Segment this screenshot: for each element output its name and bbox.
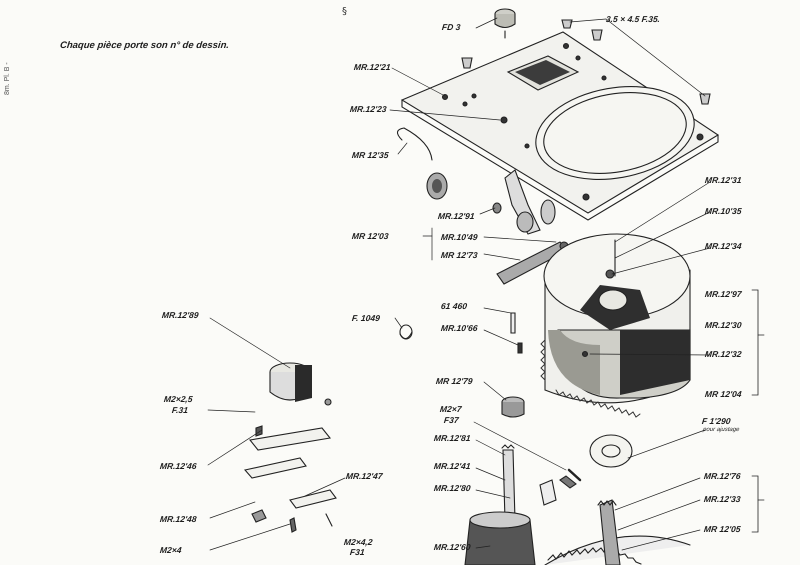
label-mr1235: MR 12'35 <box>351 150 390 160</box>
parts-61460 <box>510 312 523 354</box>
label-mr1260: MR.12'60 <box>433 542 472 552</box>
pulley <box>269 362 332 406</box>
screw-m2x7 <box>559 468 582 489</box>
label-mr1231: MR.12'31 <box>704 175 743 185</box>
label-61460: 61 460 <box>440 301 468 311</box>
label-mr1205: MR 12'05 <box>703 524 742 534</box>
label-mr1246: MR.12'46 <box>159 461 198 471</box>
label-mr1241: MR.12'41 <box>433 461 472 471</box>
motor-drum <box>540 233 691 418</box>
corner-screws <box>461 19 711 105</box>
label-f1049: F. 1049 <box>351 313 381 323</box>
label-fd3: FD 3 <box>441 22 461 32</box>
drawing-note: Chaque pièce porte son n° de dessin. <box>59 40 230 51</box>
brackets <box>751 289 765 533</box>
label-m2x4: M2×4 <box>159 545 183 555</box>
label-mr1204: MR 12'04 <box>704 389 743 399</box>
label-mr1276: MR.12'76 <box>703 471 742 481</box>
label-mr1248: MR.12'48 <box>159 514 198 524</box>
label-mr1066: MR.10'66 <box>440 323 479 333</box>
spring-clip <box>396 127 502 214</box>
bottom-gear <box>544 499 691 565</box>
label-mr1233: MR.12'33 <box>703 494 742 504</box>
sleeve <box>501 396 525 418</box>
label-f1290: F 1'290 <box>701 416 732 426</box>
label-mr1273: MR 12'73 <box>440 250 479 260</box>
label-mr1280: MR.12'80 <box>433 483 472 493</box>
label-m2x7: M2×7 <box>439 404 463 414</box>
label-pour-ajustage: pour ajustage <box>702 427 740 433</box>
label-mr1297: MR.12'97 <box>704 289 743 299</box>
label-mr1234: MR.12'34 <box>704 241 743 251</box>
washer-f1290 <box>589 434 633 468</box>
leader-lines <box>207 17 711 551</box>
switch-plates <box>243 425 337 533</box>
label-m2x42: M2×4,2 <box>343 537 374 547</box>
label-f31: F.31 <box>171 405 189 415</box>
label-m2x25: M2×2,5 <box>163 394 194 404</box>
shaft-assembly <box>464 444 557 565</box>
label-mr1203: MR 12'03 <box>351 231 390 241</box>
label-mr1247: MR.12'47 <box>345 471 384 481</box>
label-mr1035: MR.10'35 <box>704 206 743 216</box>
label-mr1281: MR.12'81 <box>433 433 472 443</box>
knob-fd3 <box>494 8 516 39</box>
top-plate <box>400 31 720 235</box>
label-mr1221: MR.12'21 <box>353 62 392 72</box>
label-mr1223: MR.12'23 <box>349 104 388 114</box>
label-mr1291: MR.12'91 <box>437 211 476 221</box>
label-mr1230: MR.12'30 <box>704 320 743 330</box>
label-mr1279: MR 12'79 <box>435 376 474 386</box>
spring-f1049 <box>399 324 413 340</box>
label-mr1289: MR.12'89 <box>161 310 200 320</box>
label-screws-top: 3.5 × 4.5 F.35. <box>605 14 661 24</box>
label-f37: F37 <box>443 415 460 425</box>
label-mr1049: MR.10'49 <box>440 232 479 242</box>
label-mr1232: MR.12'32 <box>704 349 743 359</box>
label-f31b: F31 <box>349 547 366 557</box>
punch-mark: § <box>342 6 347 17</box>
